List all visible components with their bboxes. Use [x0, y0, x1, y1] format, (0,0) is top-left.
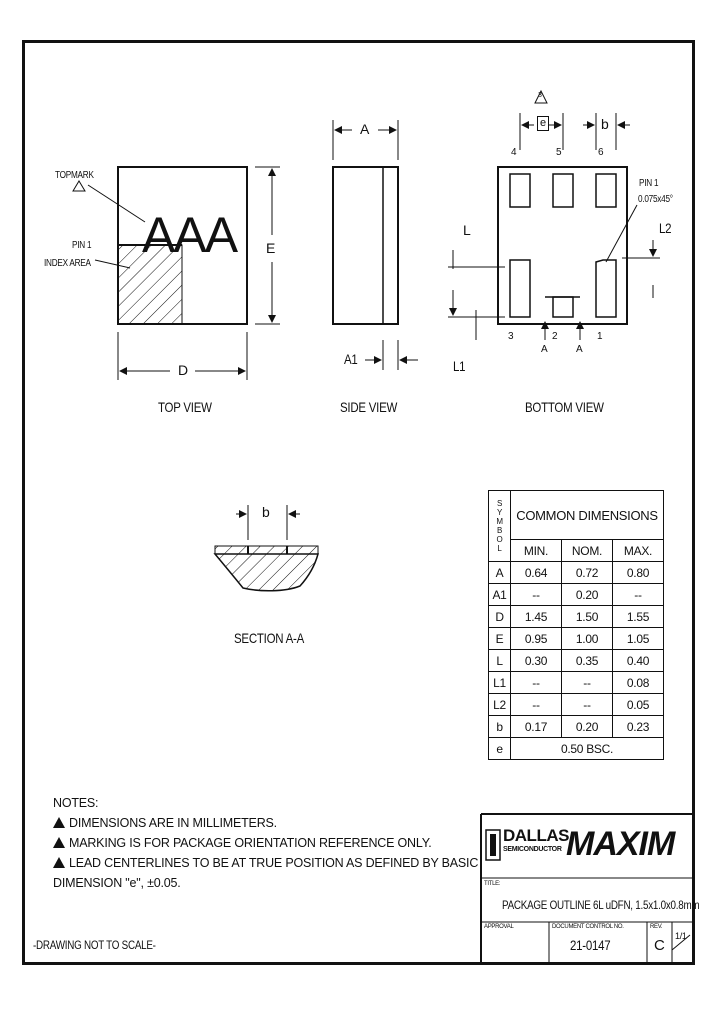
section-caption: SECTION A-A [234, 630, 305, 646]
dim-e-pitch-label: e [537, 116, 549, 131]
notes: NOTES: 1DIMENSIONS ARE IN MILLIMETERS. 2… [53, 793, 478, 893]
table-title: COMMON DIMENSIONS [510, 490, 664, 540]
dim-l2-label: L2 [659, 220, 672, 236]
pin1-chamfer-label: 0.075x45° [638, 194, 673, 205]
pin1-bottom-label: PIN 1 [639, 178, 659, 189]
section-marker-right: A [576, 344, 583, 355]
maxim-logo: MAXIM [566, 825, 675, 863]
section-a-a [213, 505, 319, 592]
note-3-cont: DIMENSION "e", ±0.05. [53, 876, 181, 890]
dim-a1-label: A1 [344, 351, 358, 367]
drawing-frame [22, 40, 695, 965]
notes-heading: NOTES: [53, 796, 99, 810]
dallas-logo: DALLAS [503, 826, 569, 845]
section-dim-b-label: b [262, 504, 270, 520]
side-view-caption: SIDE VIEW [340, 399, 398, 415]
pad-4 [509, 173, 531, 208]
doc-control-caption: DOCUMENT CONTROL NO. [552, 924, 624, 930]
top-view-caption: TOP VIEW [158, 399, 212, 415]
pin-number-5: 5 [556, 147, 562, 158]
note-3: 3LEAD CENTERLINES TO BE AT TRUE POSITION… [53, 853, 478, 873]
table-row: A1--0.20-- [488, 583, 664, 606]
col-max-header: MAX. [612, 539, 664, 562]
title-block-lines [480, 813, 695, 965]
topmark-label: TOPMARK [55, 170, 94, 181]
pin-number-6: 6 [598, 147, 604, 158]
bottom-view-caption: BOTTOM VIEW [525, 399, 604, 415]
not-to-scale-label: -DRAWING NOT TO SCALE- [33, 938, 156, 952]
index-area-label: INDEX AREA [44, 258, 91, 269]
revision: C [654, 937, 665, 954]
pin1-label: PIN 1 [72, 240, 92, 251]
col-min-header: MIN. [510, 539, 562, 562]
pin-number-4: 4 [511, 147, 517, 158]
package-title: PACKAGE OUTLINE 6L uDFN, 1.5x1.0x0.8mm [502, 898, 700, 912]
approval-caption: APPROVAL [484, 924, 514, 930]
pad-5 [552, 173, 574, 208]
note-1: 1DIMENSIONS ARE IN MILLIMETERS. [53, 813, 478, 833]
side-view [332, 120, 418, 370]
bottom-view [448, 89, 660, 340]
table-row: L1----0.08 [488, 671, 664, 694]
note-ref-3: 3 [538, 92, 542, 99]
pin-number-1: 1 [597, 331, 603, 342]
dim-b-label: b [601, 116, 609, 132]
pad-6 [595, 173, 617, 208]
table-row: L2----0.05 [488, 693, 664, 716]
document-number: 21-0147 [570, 937, 611, 953]
dim-l1-label: L1 [453, 358, 466, 374]
note-2: 2MARKING IS FOR PACKAGE ORIENTATION REFE… [53, 833, 478, 853]
col-nom-header: NOM. [561, 539, 613, 562]
dim-d-label: D [178, 362, 188, 378]
section-marker-left: A [541, 344, 548, 355]
rev-caption: REV. [650, 924, 663, 930]
dim-a-label: A [360, 121, 370, 137]
semiconductor-logo: SEMICONDUCTOR [503, 846, 562, 853]
note-triangle-icon [53, 837, 65, 848]
pin-number-2: 2 [552, 331, 558, 342]
marking-text: AAA [142, 207, 238, 263]
dim-l-label: L [463, 222, 471, 238]
pin-number-3: 3 [508, 331, 514, 342]
sheet-number: 1/1 [675, 931, 687, 941]
pad-1 [595, 259, 617, 318]
top-view [72, 166, 280, 380]
dim-e-label: E [266, 240, 276, 256]
note-triangle-icon [53, 817, 65, 828]
note-triangle-icon [53, 857, 65, 868]
pad-2 [552, 296, 574, 318]
title-caption: TITLE: [484, 881, 501, 887]
pad-3 [509, 259, 531, 318]
